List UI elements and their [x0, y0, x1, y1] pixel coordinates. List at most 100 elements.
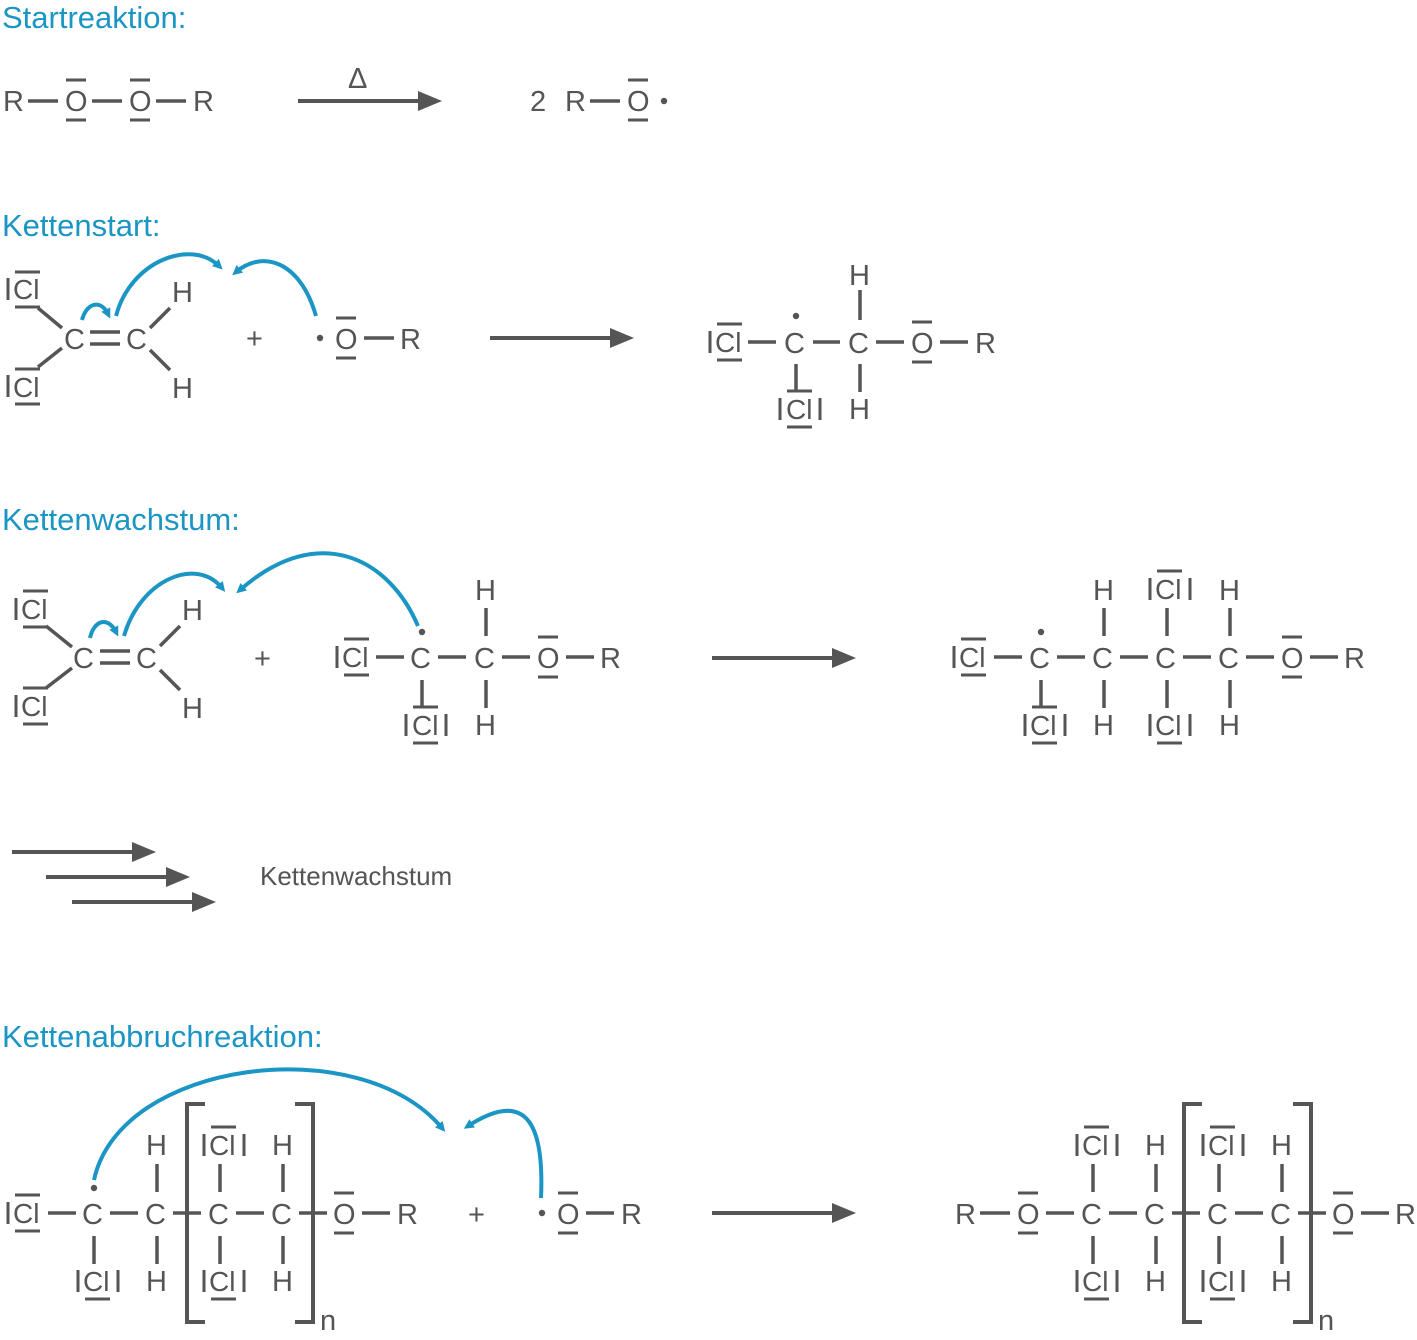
electron-shift-arrows-wachstum — [88, 551, 420, 639]
atom-h: H — [182, 595, 203, 627]
atom-c: C — [1081, 1199, 1102, 1231]
atom-cl: Cl — [1208, 1130, 1234, 1161]
plus-sign: + — [254, 643, 271, 675]
atom-r: R — [621, 1199, 642, 1231]
atom-c: C — [1218, 643, 1239, 675]
atom-h: H — [1271, 1266, 1292, 1298]
heading-kettenwachstum: Kettenwachstum: — [2, 502, 240, 537]
atom-cl: Cl — [13, 372, 39, 403]
atom-c: C — [1092, 643, 1113, 675]
atom-h: H — [1145, 1266, 1166, 1298]
repeat-bracket-right — [295, 1102, 315, 1324]
electron-arrow — [236, 551, 420, 627]
repeat-arrows — [12, 842, 216, 912]
atom-h: H — [475, 575, 496, 607]
kettenstart-product: Cl C C H H Cl O R — [708, 260, 996, 429]
atom-h: H — [172, 277, 193, 309]
atom-c: C — [1155, 643, 1176, 675]
plus-sign: + — [246, 323, 263, 355]
atom-o: O — [537, 643, 560, 675]
atom-cl: Cl — [83, 1266, 109, 1297]
radical-dot — [90, 1184, 98, 1192]
alkoxy-radical-product: 2 R O — [530, 78, 668, 122]
electron-arrow — [232, 259, 318, 317]
atom-h: H — [849, 394, 870, 426]
heading-kettenabbruch: Kettenabbruchreaktion: — [2, 1019, 323, 1054]
alkoxy-radical-abbruch: O R — [538, 1191, 642, 1235]
pi-electron-arrow — [88, 620, 119, 639]
atom-c: C — [145, 1199, 166, 1231]
electron-arrow — [92, 1067, 446, 1181]
atom-r: R — [955, 1199, 976, 1231]
atom-r: R — [565, 86, 586, 118]
atom-o: O — [911, 328, 934, 360]
atom-h: H — [146, 1266, 167, 1298]
reaction-arrow-wachstum — [712, 648, 856, 668]
atom-cl: Cl — [13, 274, 39, 305]
atom-c: C — [784, 328, 805, 360]
heading-startreaktion: Startreaktion: — [2, 0, 186, 35]
atom-cl: Cl — [1030, 710, 1056, 741]
atom-c: C — [410, 643, 431, 675]
atom-h: H — [272, 1130, 293, 1162]
atom-o: O — [557, 1199, 580, 1231]
reaction-arrow-start: Δ — [298, 63, 442, 111]
polymer-radical: Cl C C C C O R Cl H H Cl Cl — [6, 1102, 418, 1337]
reaction-arrow-kettenstart — [490, 328, 634, 348]
atom-c: C — [1207, 1199, 1228, 1231]
atom-cl: Cl — [959, 642, 985, 673]
atom-h: H — [1219, 710, 1240, 742]
kettenwachstum-label: Kettenwachstum — [260, 861, 452, 891]
atom-r: R — [1395, 1199, 1416, 1231]
repeat-index-n: n — [1318, 1305, 1334, 1337]
atom-h: H — [849, 260, 870, 292]
atom-r: R — [1344, 643, 1365, 675]
electron-arrow — [463, 1108, 544, 1199]
atom-cl: Cl — [209, 1130, 235, 1161]
atom-cl: Cl — [21, 691, 47, 722]
atom-h: H — [182, 693, 203, 725]
atom-c: C — [271, 1199, 292, 1231]
atom-cl: Cl — [715, 327, 741, 358]
atom-r: R — [193, 86, 214, 118]
atom-r: R — [975, 328, 996, 360]
alkoxy-radical: O R — [316, 316, 421, 360]
pi-electron-arrow — [80, 302, 111, 321]
peroxide-molecule: R O O R — [3, 78, 214, 122]
reaction-arrow-abbruch — [712, 1203, 856, 1223]
atom-r: R — [400, 324, 421, 356]
vinylidene-chloride-1: Cl Cl C C H H — [6, 270, 193, 406]
atom-cl: Cl — [1082, 1130, 1108, 1161]
atom-c: C — [136, 643, 157, 675]
atom-h: H — [1093, 575, 1114, 607]
atom-cl: Cl — [21, 594, 47, 625]
atom-o: O — [129, 86, 152, 118]
atom-c: C — [848, 328, 869, 360]
atom-o: O — [1332, 1199, 1355, 1231]
atom-cl: Cl — [412, 710, 438, 741]
atom-cl: Cl — [209, 1266, 235, 1297]
atom-c: C — [208, 1199, 229, 1231]
atom-c: C — [474, 643, 495, 675]
atom-c: C — [126, 324, 147, 356]
atom-h: H — [1145, 1130, 1166, 1162]
atom-cl: Cl — [1155, 574, 1181, 605]
atom-cl: Cl — [13, 1198, 39, 1229]
atom-h: H — [1271, 1130, 1292, 1162]
radical-dot — [316, 334, 324, 342]
repeat-bracket-left — [185, 1102, 205, 1324]
heading-kettenstart: Kettenstart: — [2, 208, 161, 243]
radical-dot — [660, 97, 668, 105]
atom-cl: Cl — [342, 642, 368, 673]
chain-radical-2: Cl C C C C O R Cl H H Cl Cl — [952, 569, 1365, 745]
atom-o: O — [335, 324, 358, 356]
atom-o: O — [333, 1199, 356, 1231]
atom-cl: Cl — [1208, 1266, 1234, 1297]
atom-c: C — [1144, 1199, 1165, 1231]
radical-dot — [1037, 628, 1045, 636]
atom-o: O — [1281, 643, 1304, 675]
repeat-bracket-right — [1293, 1102, 1313, 1324]
atom-h: H — [1219, 575, 1240, 607]
radical-dot — [538, 1209, 546, 1217]
